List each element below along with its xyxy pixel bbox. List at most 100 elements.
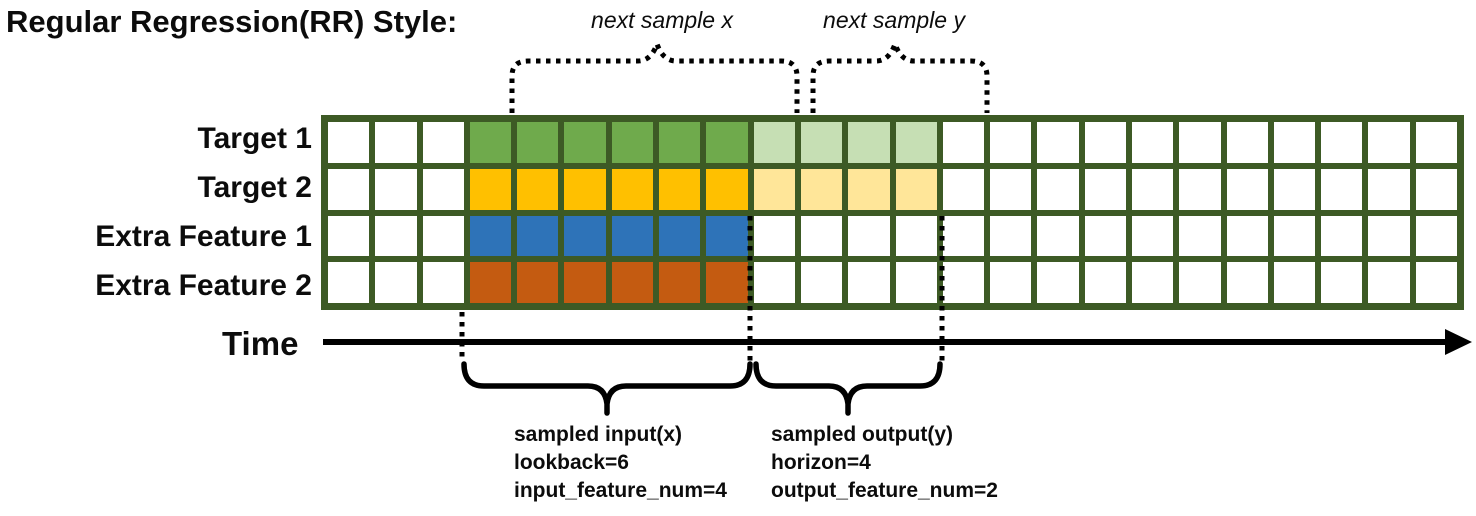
grid-cell xyxy=(895,122,937,163)
grid-cell xyxy=(659,215,701,257)
grid-cell xyxy=(1368,168,1410,210)
sampled-input-line-1: sampled input(x) xyxy=(514,423,683,446)
grid-cell xyxy=(375,122,417,163)
grid-cell xyxy=(1084,122,1126,163)
grid-cell xyxy=(375,262,417,303)
grid-cell xyxy=(942,168,985,210)
grid-cell xyxy=(1226,262,1268,303)
grid-cell xyxy=(942,122,985,163)
sampled-output-label: sampled output(y) horizon=4 output_featu… xyxy=(771,421,998,505)
grid-cell xyxy=(422,215,464,257)
grid-cell xyxy=(1368,215,1410,257)
grid-cell xyxy=(1273,262,1316,303)
grid-cell xyxy=(1368,122,1410,163)
grid-cell xyxy=(895,168,937,210)
grid-cell xyxy=(611,122,654,163)
grid-cell xyxy=(1037,168,1079,210)
time-axis-label: Time xyxy=(222,325,299,362)
grid-cell xyxy=(1084,262,1126,303)
grid-cell xyxy=(706,262,748,303)
grid-cell xyxy=(1084,215,1126,257)
sampled-output-line-3: output_feature_num=2 xyxy=(771,479,998,502)
grid-cell xyxy=(990,122,1032,163)
grid-cell xyxy=(328,262,370,303)
grid-cell xyxy=(990,215,1032,257)
grid-cell xyxy=(848,215,890,257)
sampled-input-line-3: input_feature_num=4 xyxy=(514,479,727,502)
grid-cell xyxy=(517,168,559,210)
grid-cell xyxy=(1179,262,1221,303)
next-sample-x-label: next sample x xyxy=(591,7,733,33)
grid-cell xyxy=(1226,168,1268,210)
grid-cell xyxy=(848,122,890,163)
grid-cell xyxy=(1321,168,1363,210)
grid-cell xyxy=(1037,262,1079,303)
grid-cell xyxy=(753,215,795,257)
grid-cell xyxy=(659,262,701,303)
grid-cell xyxy=(611,262,654,303)
time-series-grid xyxy=(321,115,1464,310)
sampled-output-brace xyxy=(753,361,943,416)
grid-cell xyxy=(1179,168,1221,210)
grid-cell xyxy=(1415,215,1457,257)
grid-cell xyxy=(848,168,890,210)
grid-cell xyxy=(422,262,464,303)
grid-cell xyxy=(895,262,937,303)
grid-cell xyxy=(517,215,559,257)
grid-cell xyxy=(990,168,1032,210)
sampled-output-line-2: horizon=4 xyxy=(771,451,871,474)
grid-cell xyxy=(942,262,985,303)
grid-cell xyxy=(800,262,843,303)
grid-cell xyxy=(564,262,606,303)
grid-cell xyxy=(706,122,748,163)
grid-cell xyxy=(1131,215,1174,257)
grid-cell xyxy=(1273,168,1316,210)
grid-cell xyxy=(422,122,464,163)
sampled-output-line-1: sampled output(y) xyxy=(771,423,953,446)
grid-cell xyxy=(469,168,512,210)
row-label-target-1: Target 1 xyxy=(197,122,312,156)
grid-cell xyxy=(1037,122,1079,163)
grid-cell xyxy=(659,168,701,210)
row-label-target-2: Target 2 xyxy=(197,171,312,205)
sampled-input-line-2: lookback=6 xyxy=(514,451,629,474)
grid-cell xyxy=(800,215,843,257)
grid-cell xyxy=(1131,122,1174,163)
grid-cell xyxy=(1415,122,1457,163)
grid-cell xyxy=(753,122,795,163)
grid-cell xyxy=(564,122,606,163)
grid-cell xyxy=(469,215,512,257)
grid-cell xyxy=(1131,168,1174,210)
grid-cell xyxy=(1321,215,1363,257)
grid-cell xyxy=(328,122,370,163)
grid-cell xyxy=(517,262,559,303)
grid-cell xyxy=(564,168,606,210)
time-axis-arrow xyxy=(323,329,1472,355)
grid-cell xyxy=(706,168,748,210)
grid-cell xyxy=(328,168,370,210)
grid-cell xyxy=(375,168,417,210)
grid-cell xyxy=(1131,262,1174,303)
grid-cell xyxy=(1037,215,1079,257)
grid-cell xyxy=(800,122,843,163)
next-sample-y-label: next sample y xyxy=(823,7,965,33)
grid-cell xyxy=(753,168,795,210)
grid-cell xyxy=(753,262,795,303)
row-label-extra-feature-1: Extra Feature 1 xyxy=(95,219,312,253)
grid-cell xyxy=(800,168,843,210)
diagram-title: Regular Regression(RR) Style: xyxy=(6,4,458,39)
grid-cell xyxy=(1415,168,1457,210)
grid-cell xyxy=(1084,168,1126,210)
grid-cell xyxy=(1368,262,1410,303)
grid-cell xyxy=(611,215,654,257)
grid-cell xyxy=(848,262,890,303)
grid-cell xyxy=(1226,122,1268,163)
grid-cell xyxy=(1321,262,1363,303)
grid-cell xyxy=(990,262,1032,303)
grid-cell xyxy=(422,168,464,210)
grid-cell xyxy=(375,215,417,257)
next-sample-y-brace xyxy=(810,36,990,113)
grid-cell xyxy=(1179,122,1221,163)
grid-cell xyxy=(706,215,748,257)
